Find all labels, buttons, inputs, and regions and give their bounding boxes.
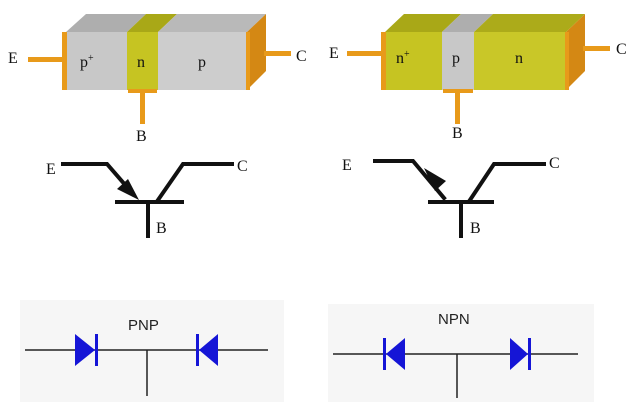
pnp-collector-wire bbox=[155, 162, 234, 203]
pnp-base-top bbox=[127, 14, 177, 32]
npn-block-b-label: B bbox=[452, 125, 463, 142]
npn-left-diode-cathode bbox=[383, 338, 386, 370]
npn-base-region bbox=[442, 32, 474, 90]
npn-block-c-label: C bbox=[616, 41, 627, 58]
pnp-diode-circuit bbox=[25, 334, 268, 396]
pnp-base-region bbox=[127, 32, 158, 90]
pnp-block-e-label: E bbox=[8, 50, 18, 67]
pnp-symbol-c-label: C bbox=[237, 158, 248, 175]
pnp-right-side bbox=[247, 14, 266, 90]
pnp-collector-contact bbox=[246, 32, 250, 90]
npn-block-e-label: E bbox=[329, 45, 339, 62]
npn-symbol-b-label: B bbox=[470, 220, 481, 237]
pnp-block: p+ n p E C B bbox=[8, 14, 307, 145]
npn-collector-lead bbox=[583, 46, 610, 51]
pnp-block-b-label: B bbox=[136, 128, 147, 145]
pnp-collector-region bbox=[158, 32, 247, 90]
pnp-collector-lead bbox=[264, 51, 291, 56]
pnp-right-diode-cathode bbox=[196, 334, 199, 366]
npn-emitter-top bbox=[385, 14, 461, 32]
pnp-block-c-label: C bbox=[296, 48, 307, 65]
pnp-emitter-arrow-icon bbox=[117, 179, 139, 200]
npn-base-lead bbox=[455, 90, 460, 124]
npn-emitter-region bbox=[385, 32, 442, 90]
pnp-emitter-lead bbox=[28, 57, 63, 62]
pnp-right-diode-icon bbox=[199, 334, 218, 366]
npn-block: n+ p n E C B bbox=[329, 14, 627, 142]
pnp-diode-panel bbox=[20, 300, 284, 402]
npn-symbol bbox=[373, 159, 546, 238]
pnp-base-lead bbox=[140, 90, 145, 124]
pnp-left-diode-cathode bbox=[95, 334, 98, 366]
npn-collector-region bbox=[474, 32, 566, 90]
pnp-symbol-b-label: B bbox=[156, 220, 167, 237]
npn-right-diode-icon bbox=[510, 338, 528, 370]
npn-diode-circuit bbox=[333, 338, 578, 398]
npn-right-side bbox=[566, 14, 585, 90]
pnp-emitter-region bbox=[66, 32, 127, 90]
npn-emitter-arrow-icon bbox=[424, 168, 446, 191]
pnp-left-diode-icon bbox=[75, 334, 95, 366]
npn-symbol-c-label: C bbox=[549, 155, 560, 172]
pnp-diode-title: PNP bbox=[128, 317, 159, 334]
npn-base-pad bbox=[443, 89, 473, 93]
pnp-base-pad bbox=[128, 89, 157, 93]
pnp-emitter-label: p+ bbox=[80, 53, 94, 71]
npn-emitter-lead bbox=[347, 51, 382, 56]
npn-collector-wire bbox=[467, 162, 546, 203]
pnp-symbol-e-label: E bbox=[46, 161, 56, 178]
npn-base-label: p bbox=[452, 50, 460, 67]
npn-collector-top bbox=[474, 14, 585, 32]
pnp-collector-top bbox=[158, 14, 266, 32]
pnp-symbol bbox=[61, 162, 234, 238]
npn-base-top bbox=[442, 14, 493, 32]
npn-emitter-label: n+ bbox=[396, 49, 410, 67]
pnp-emitter-top bbox=[66, 14, 146, 32]
pnp-collector-label: p bbox=[198, 54, 206, 71]
npn-emitter-contact bbox=[381, 32, 386, 90]
npn-diode-panel bbox=[328, 304, 594, 402]
pnp-base-label: n bbox=[137, 54, 145, 71]
pnp-emitter-contact bbox=[62, 32, 67, 90]
npn-left-diode-icon bbox=[386, 338, 405, 370]
npn-collector-label: n bbox=[515, 50, 523, 67]
npn-diode-title: NPN bbox=[438, 311, 470, 328]
npn-symbol-e-label: E bbox=[342, 157, 352, 174]
npn-collector-contact bbox=[565, 32, 569, 90]
npn-right-diode-cathode bbox=[528, 338, 531, 370]
